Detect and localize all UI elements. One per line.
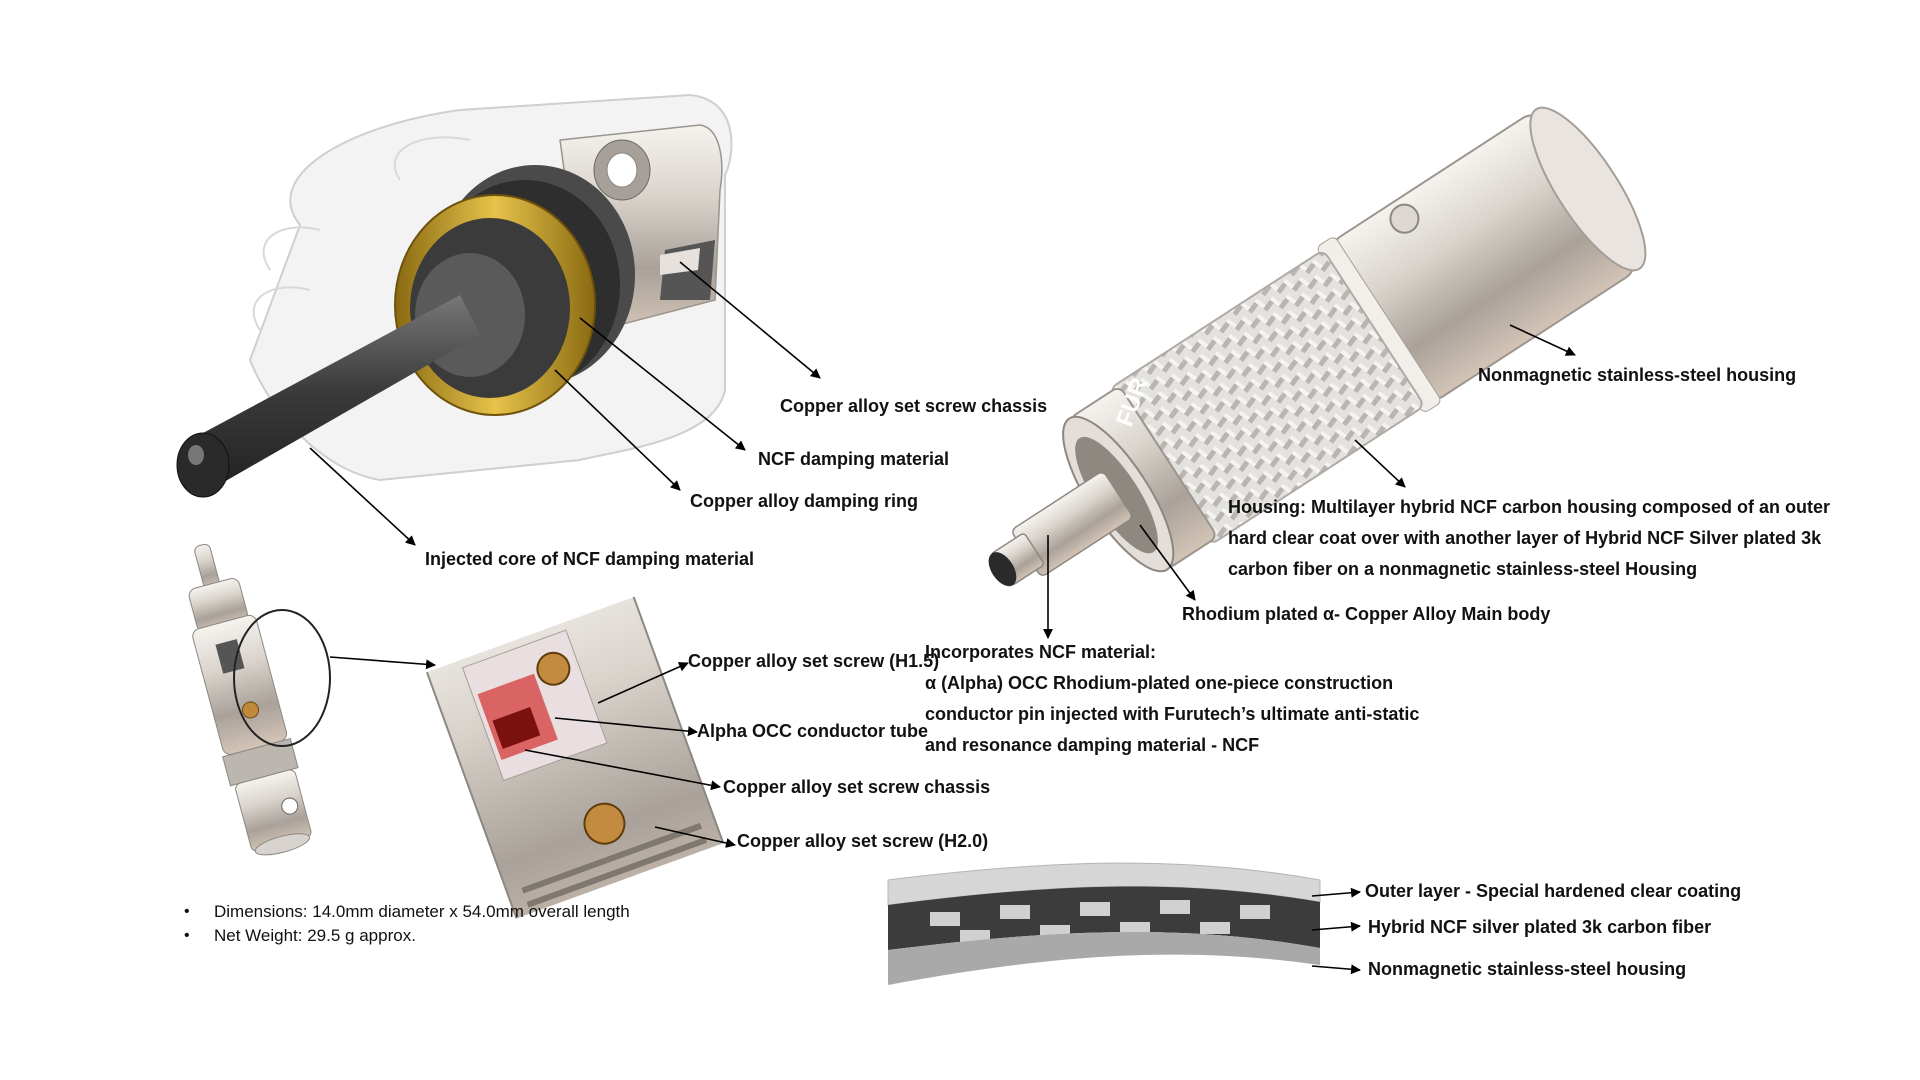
magnifier-circle xyxy=(233,609,331,747)
carbon-fiber-layer xyxy=(888,886,1320,950)
label-ncf-damping: NCF damping material xyxy=(758,449,950,469)
spec-dimensions: Dimensions: 14.0mm diameter x 54.0mm ove… xyxy=(182,900,630,924)
label-chassis-bottom: Copper alloy set screw chassis xyxy=(723,777,991,797)
leader-conductor-tube xyxy=(554,717,698,737)
copper-alloy-damping-ring xyxy=(394,194,596,416)
leader-cs-carbon xyxy=(1311,921,1361,932)
leader-cs-steel xyxy=(1311,964,1361,975)
spec-weight: Net Weight: 29.5 g approx. xyxy=(182,924,630,948)
spec-list: Dimensions: 14.0mm diameter x 54.0mm ove… xyxy=(182,900,630,948)
small-connector-illustration xyxy=(188,543,312,856)
rod-tip xyxy=(176,432,230,498)
label-cs-carbon: Hybrid NCF silver plated 3k carbon fiber xyxy=(1368,917,1712,937)
label-main-body: Rhodium plated α- Copper Alloy Main body xyxy=(1182,604,1551,624)
leader-housing-text xyxy=(1354,439,1406,488)
leader-ncf-damping xyxy=(579,317,746,451)
housing-button xyxy=(1389,203,1420,234)
screw-h15-head xyxy=(536,651,571,686)
housing-cross-section xyxy=(887,862,1321,985)
label-damping-ring: Copper alloy damping ring xyxy=(690,491,919,511)
leader-outer-housing xyxy=(1509,324,1576,356)
housing-line-1: Housing: Multilayer hybrid NCF carbon ho… xyxy=(1228,497,1831,517)
steel-layer xyxy=(888,931,1320,985)
ncf-line-3: conductor pin injected with Furutech’s u… xyxy=(925,704,1420,724)
damping-cutaway-illustration xyxy=(176,93,733,498)
ncf-line-1: Incorporates NCF material: xyxy=(925,642,1157,662)
label-injected-core: Injected core of NCF damping material xyxy=(425,549,755,569)
leader-screw-h15 xyxy=(597,662,689,704)
conductor-pin xyxy=(988,472,1132,587)
leader-magnifier xyxy=(329,656,436,670)
injected-ncf-core-rod xyxy=(176,295,480,498)
leader-main-body xyxy=(1139,524,1196,601)
housing-line-3: carbon fiber on a nonmagnetic stainless-… xyxy=(1228,559,1698,579)
label-cs-outer: Outer layer - Special hardened clear coa… xyxy=(1365,881,1742,901)
leader-injected-core xyxy=(309,447,416,546)
ncf-line-4: and resonance damping material - NCF xyxy=(925,735,1260,755)
clear-shell-lobes xyxy=(252,136,471,331)
ncf-description: Incorporates NCF material: α (Alpha) OCC… xyxy=(925,637,1419,761)
carbon-fiber-blocks xyxy=(930,900,1270,942)
leader-chassis-top xyxy=(679,261,821,379)
rca-connector-illustration xyxy=(988,106,1647,587)
housing-description: Housing: Multilayer hybrid NCF carbon ho… xyxy=(1228,492,1830,585)
label-chassis-top: Copper alloy set screw chassis xyxy=(780,396,1048,416)
label-cs-steel: Nonmagnetic stainless-steel housing xyxy=(1368,959,1687,979)
leader-lines xyxy=(309,261,1576,975)
leader-damping-ring xyxy=(554,369,681,491)
leader-screw-h20 xyxy=(654,826,736,848)
label-outer-housing: Nonmagnetic stainless-steel housing xyxy=(1478,365,1797,385)
leader-chassis-bottom xyxy=(524,749,721,791)
housing-line-2: hard clear coat over with another layer … xyxy=(1228,528,1822,548)
leader-cs-outer xyxy=(1311,887,1361,898)
label-conductor-tube: Alpha OCC conductor tube xyxy=(697,721,928,741)
label-screw-h15: Copper alloy set screw (H1.5) xyxy=(688,651,940,671)
label-screw-h20: Copper alloy set screw (H2.0) xyxy=(737,831,989,851)
screw-h20-head xyxy=(583,802,626,845)
ncf-line-2: α (Alpha) OCC Rhodium-plated one-piece c… xyxy=(925,673,1394,693)
